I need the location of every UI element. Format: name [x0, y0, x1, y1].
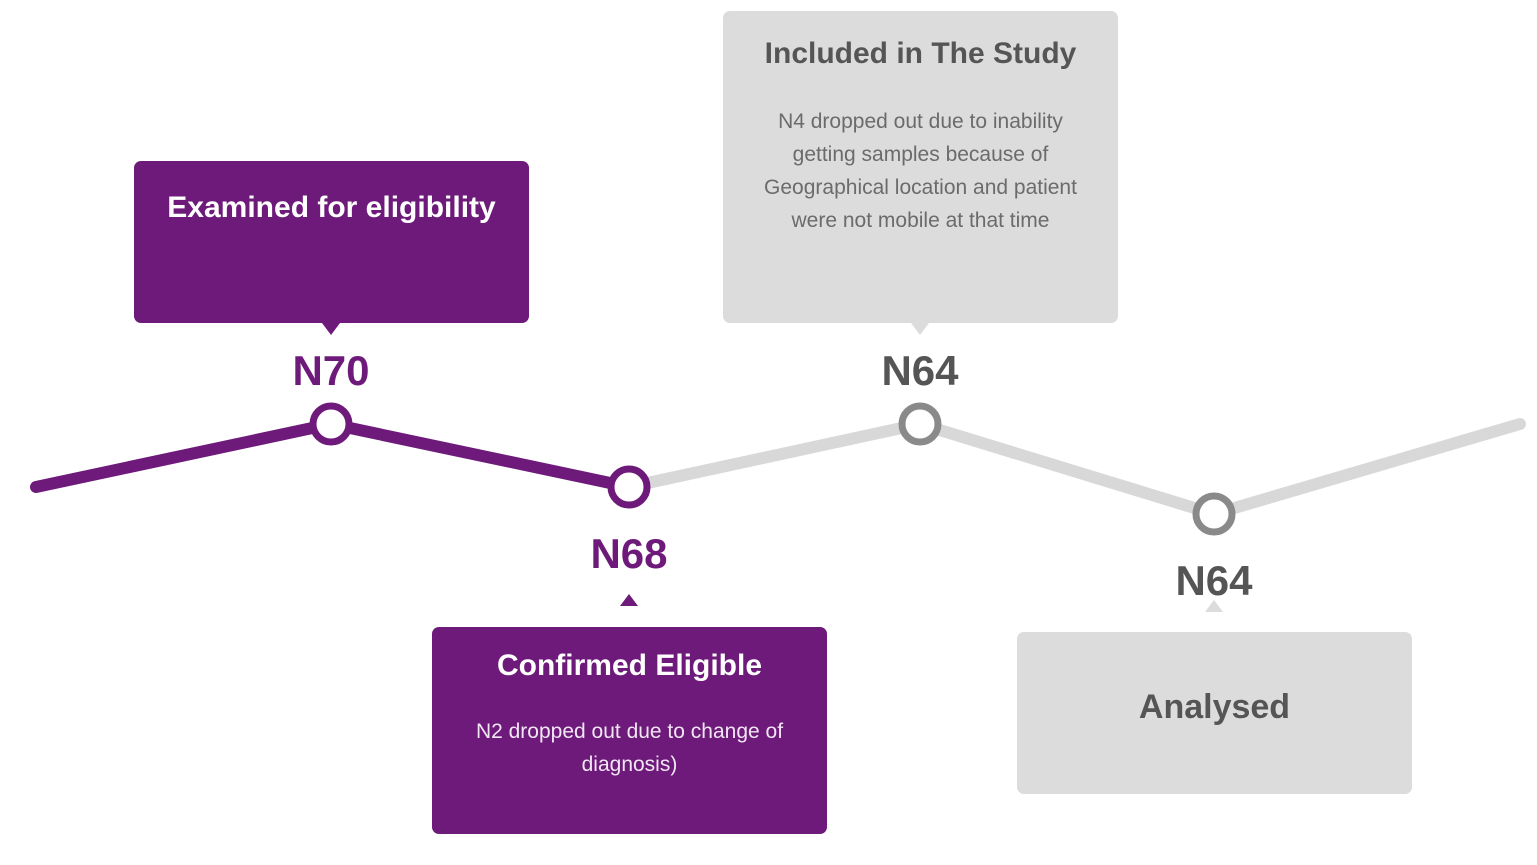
node-step-2: [607, 465, 651, 509]
step-2-box: Confirmed Eligible N2 dropped out due to…: [432, 627, 827, 834]
step-4-count: N64: [1175, 557, 1253, 604]
step-3-title: Included in The Study: [764, 37, 1077, 70]
step-1-box: Examined for eligibility: [134, 161, 529, 323]
step-1-title: Examined for eligibility: [167, 191, 496, 224]
step-4-title: Analysed: [1138, 688, 1291, 726]
step-4-box: Analysed: [1017, 632, 1412, 794]
step-4-pointer: [1205, 600, 1223, 612]
step-3-pointer: [911, 323, 929, 335]
node-step-3: [898, 402, 942, 446]
step-2-count: N68: [590, 530, 668, 577]
step-3-box: Included in The Study N4 dropped out due…: [723, 11, 1118, 323]
step-3-desc: N4 dropped out due to inability getting …: [764, 110, 1077, 232]
node-step-4: [1192, 492, 1236, 536]
step-2-desc: N2 dropped out due to change of diagnosi…: [475, 720, 784, 776]
node-step-1: [309, 402, 353, 446]
step-1-pointer: [322, 323, 340, 335]
timeline-segment-gray: [623, 418, 1526, 520]
step-3-count: N64: [881, 347, 959, 394]
step-2-title: Confirmed Eligible: [496, 649, 763, 682]
step-1-count: N70: [292, 347, 370, 394]
step-2-pointer: [620, 594, 638, 606]
